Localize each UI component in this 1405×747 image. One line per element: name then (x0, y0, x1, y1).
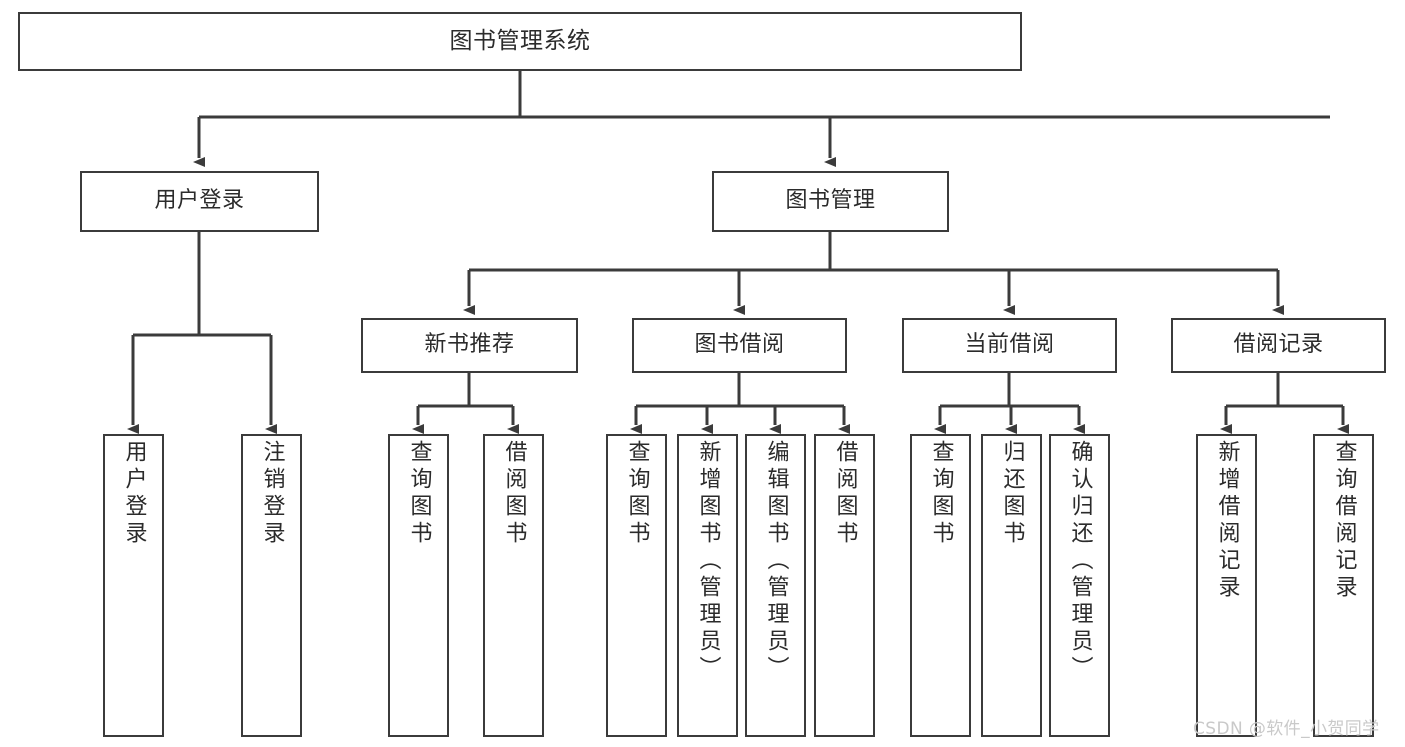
leaf-new-book-query-book[interactable]: 查询图书 (388, 434, 449, 737)
node-label: 查询图书 (624, 440, 650, 548)
node-label: 查询图书 (928, 440, 954, 548)
node-label: 借阅图书 (501, 440, 527, 548)
node-label: 用户登录 (154, 188, 245, 214)
node-new-book-recommendation[interactable]: 新书推荐 (361, 318, 578, 373)
node-label: 归还图书 (999, 440, 1025, 548)
node-label: 注销登录 (259, 440, 285, 548)
node-label: 新增图书（管理员） (695, 440, 721, 683)
node-label: 借阅图书 (832, 440, 858, 548)
node-current-borrowing[interactable]: 当前借阅 (902, 318, 1117, 373)
node-book-management[interactable]: 图书管理 (712, 171, 949, 232)
node-label: 当前借阅 (964, 332, 1055, 358)
node-label: 借阅记录 (1233, 332, 1324, 358)
leaf-current-borrow-query-book[interactable]: 查询图书 (910, 434, 971, 737)
leaf-user-login-signout[interactable]: 注销登录 (241, 434, 302, 737)
leaf-record-add-borrow-record[interactable]: 新增借阅记录 (1196, 434, 1257, 737)
leaf-book-borrow-add-book-admin[interactable]: 新增图书（管理员） (677, 434, 738, 737)
node-user-login[interactable]: 用户登录 (80, 171, 319, 232)
leaf-current-borrow-return-book[interactable]: 归还图书 (981, 434, 1042, 737)
node-label: 确认归还（管理员） (1067, 440, 1093, 683)
node-label: 新书推荐 (424, 332, 515, 358)
leaf-book-borrow-query-book[interactable]: 查询图书 (606, 434, 667, 737)
leaf-current-borrow-confirm-return-admin[interactable]: 确认归还（管理员） (1049, 434, 1110, 737)
node-label: 新增借阅记录 (1214, 440, 1240, 602)
leaf-book-borrow-edit-book-admin[interactable]: 编辑图书（管理员） (745, 434, 806, 737)
leaf-new-book-borrow-book[interactable]: 借阅图书 (483, 434, 544, 737)
node-root-book-management-system[interactable]: 图书管理系统 (18, 12, 1022, 71)
node-label: 图书管理系统 (449, 27, 591, 54)
node-label: 编辑图书（管理员） (763, 440, 789, 683)
csdn-watermark: CSDN @软件_小贺同学 (1193, 719, 1380, 739)
leaf-user-login-signin[interactable]: 用户登录 (103, 434, 164, 737)
leaf-book-borrow-borrow-book[interactable]: 借阅图书 (814, 434, 875, 737)
node-label: 查询借阅记录 (1331, 440, 1357, 602)
node-label: 查询图书 (406, 440, 432, 548)
leaf-record-query-borrow-record[interactable]: 查询借阅记录 (1313, 434, 1374, 737)
node-book-borrowing[interactable]: 图书借阅 (632, 318, 847, 373)
node-label: 图书管理 (785, 188, 876, 214)
node-borrowing-record[interactable]: 借阅记录 (1171, 318, 1386, 373)
node-label: 用户登录 (121, 440, 147, 548)
node-label: 图书借阅 (694, 332, 785, 358)
